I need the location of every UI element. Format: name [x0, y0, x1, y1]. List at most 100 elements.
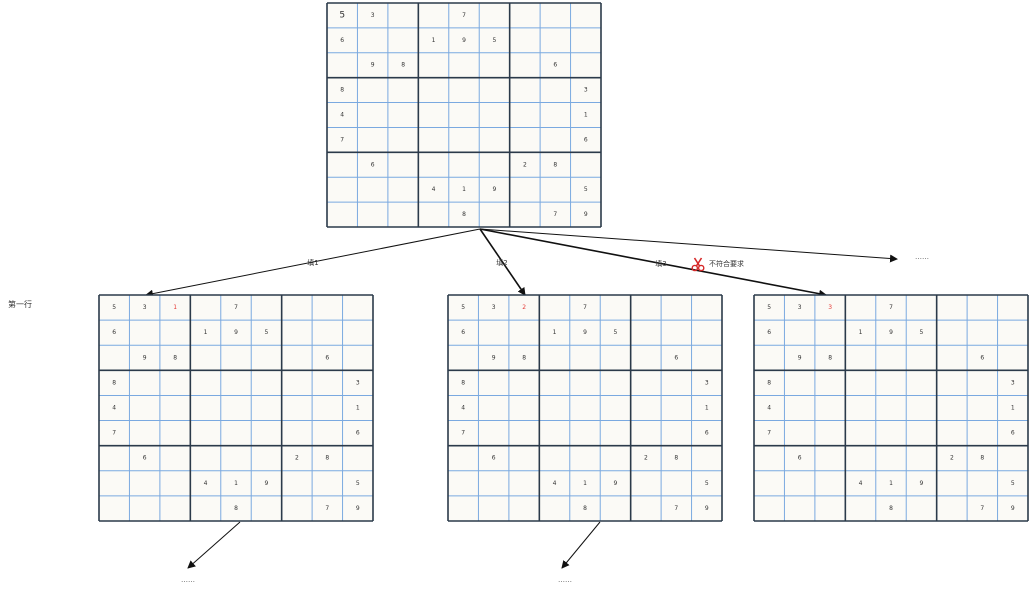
- cell-digit: 4: [204, 480, 208, 487]
- edge-to-child-3: [479, 228, 827, 298]
- cell-digit: 9: [492, 354, 496, 361]
- cell-digit: 7: [340, 136, 344, 143]
- cell-digit: 1: [705, 405, 709, 412]
- cell-digit: 7: [462, 12, 466, 19]
- cell-digit: 5: [493, 37, 497, 44]
- cell-digit: 2: [295, 455, 299, 462]
- cell-digit: 6: [492, 455, 496, 462]
- edge-to-child-1: [145, 228, 481, 298]
- cell-digit: 4: [859, 480, 863, 487]
- cell-digit: 6: [674, 354, 678, 361]
- filled-digit: 1: [173, 304, 177, 311]
- cell-digit: 8: [173, 354, 177, 361]
- scissors-icon: [691, 257, 705, 272]
- cell-digit: 3: [705, 379, 709, 386]
- ellipsis-more-branches: ……: [915, 253, 929, 261]
- cell-digit: 9: [920, 480, 924, 487]
- cell-digit: 5: [705, 480, 709, 487]
- cell-digit: 6: [705, 430, 709, 437]
- cell-digit: 8: [828, 354, 832, 361]
- cell-digit: 8: [462, 211, 466, 218]
- cell-digit: 9: [798, 354, 802, 361]
- cell-digit: 5: [461, 304, 465, 311]
- cell-digit: 9: [143, 354, 147, 361]
- cell-digit: 6: [767, 329, 771, 336]
- cell-digit: 6: [340, 37, 344, 44]
- cell-digit: 8: [234, 505, 238, 512]
- edges: [145, 228, 898, 569]
- cell-digit: 7: [553, 211, 557, 218]
- board-background: [448, 295, 722, 521]
- cell-digit: 8: [674, 455, 678, 462]
- cell-digit: 9: [889, 329, 893, 336]
- cell-digit: 1: [889, 480, 893, 487]
- cell-digit: 4: [112, 405, 116, 412]
- cell-digit: 9: [371, 62, 375, 69]
- cell-digit: 8: [461, 379, 465, 386]
- cell-digit: 8: [583, 505, 587, 512]
- cell-digit: 5: [356, 480, 360, 487]
- cell-digit: 5: [614, 329, 618, 336]
- cell-digit: 7: [674, 505, 678, 512]
- cell-digit: 9: [583, 329, 587, 336]
- cell-digit: 7: [461, 430, 465, 437]
- cell-digit: 2: [523, 161, 527, 168]
- cell-digit: 1: [583, 480, 587, 487]
- cell-digit: 2: [644, 455, 648, 462]
- cell-digit: 1: [1011, 405, 1015, 412]
- cell-digit: 1: [584, 112, 588, 119]
- cell-digit: 1: [356, 405, 360, 412]
- cell-digit: 4: [340, 112, 344, 119]
- cell-digit: 7: [583, 304, 587, 311]
- cell-digit: 3: [584, 87, 588, 94]
- cell-digit: 3: [492, 304, 496, 311]
- cell-digit: 6: [371, 161, 375, 168]
- cell-digit: 3: [1011, 379, 1015, 386]
- cell-digit: 8: [340, 87, 344, 94]
- cell-digit: 8: [112, 379, 116, 386]
- cell-digit: 4: [432, 186, 436, 193]
- cell-digit: 5: [767, 304, 771, 311]
- cell-digit: 8: [325, 455, 329, 462]
- prune-indicator: 不符合要求: [691, 257, 744, 272]
- board-background: [754, 295, 1028, 521]
- cell-digit: 5: [265, 329, 269, 336]
- cell-digit: 5: [1011, 480, 1015, 487]
- cell-digit: 9: [493, 186, 497, 193]
- cell-digit: 8: [980, 455, 984, 462]
- cell-digit: 1: [234, 480, 238, 487]
- cell-digit: 4: [767, 405, 771, 412]
- filled-digit: 2: [522, 304, 526, 311]
- edge-label-fill-2: 填2: [496, 258, 507, 267]
- cell-digit: 1: [204, 329, 208, 336]
- cell-digit: 6: [553, 62, 557, 69]
- row-label: 第一行: [8, 299, 32, 309]
- cell-digit: 1: [462, 186, 466, 193]
- board-background: [99, 295, 373, 521]
- edge-to-more: [479, 228, 898, 263]
- cell-digit: 8: [522, 354, 526, 361]
- edge-to-child-2: [479, 228, 526, 296]
- cell-digit: 7: [980, 505, 984, 512]
- cell-digit: 1: [432, 37, 436, 44]
- cell-digit: 6: [461, 329, 465, 336]
- edge-label-fill-3: 填3: [655, 259, 666, 268]
- cell-digit: 7: [889, 304, 893, 311]
- cell-digit: 7: [325, 505, 329, 512]
- cell-digit: 3: [356, 379, 360, 386]
- edge-child-2-continue: [561, 521, 601, 569]
- cell-digit: 1: [859, 329, 863, 336]
- cell-digit: 4: [553, 480, 557, 487]
- cell-digit: 9: [356, 505, 360, 512]
- cell-digit: 2: [950, 455, 954, 462]
- cell-digit: 6: [980, 354, 984, 361]
- cell-digit: 9: [584, 211, 588, 218]
- cell-digit: 7: [767, 430, 771, 437]
- edge-label-fill-1: 填1: [307, 258, 318, 267]
- ellipsis-child-2-continue: ……: [558, 576, 572, 584]
